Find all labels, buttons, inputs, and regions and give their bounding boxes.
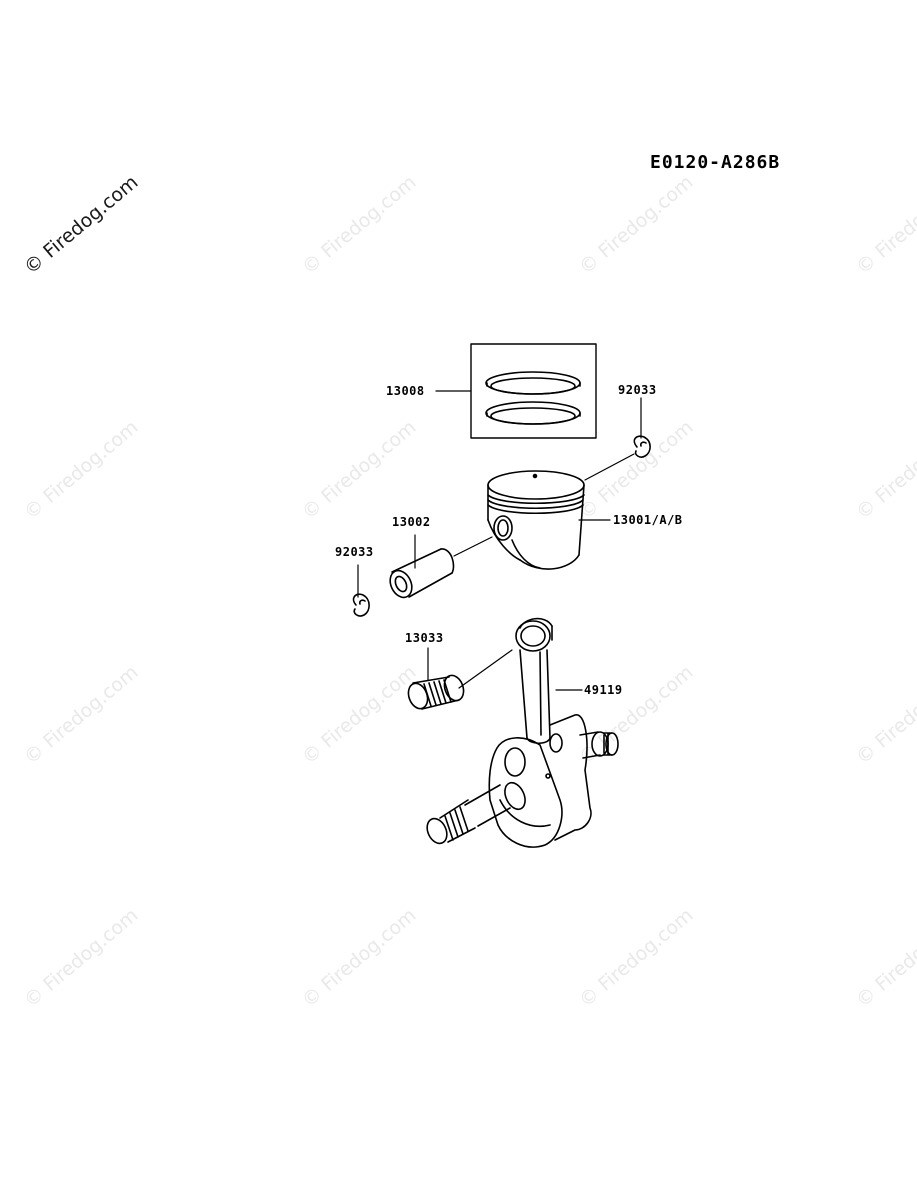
needle-bearing xyxy=(407,674,465,710)
label-crankshaft-assembly: 49119 xyxy=(584,683,623,697)
piston xyxy=(487,470,585,570)
crankshaft-assembly xyxy=(426,617,619,848)
label-circlip-right: 92033 xyxy=(618,383,657,397)
diagram-code: E0120-A286B xyxy=(650,152,781,173)
piston-rings xyxy=(470,343,597,439)
label-circlip-left: 92033 xyxy=(335,545,374,559)
label-piston-pin: 13002 xyxy=(392,515,431,529)
label-piston: 13001/A/B xyxy=(613,513,683,527)
circlip-left xyxy=(352,593,370,617)
piston-pin xyxy=(389,548,455,599)
label-piston-rings: 13008 xyxy=(386,384,425,398)
circlip-right xyxy=(633,435,651,458)
label-needle-bearing: 13033 xyxy=(405,631,444,645)
